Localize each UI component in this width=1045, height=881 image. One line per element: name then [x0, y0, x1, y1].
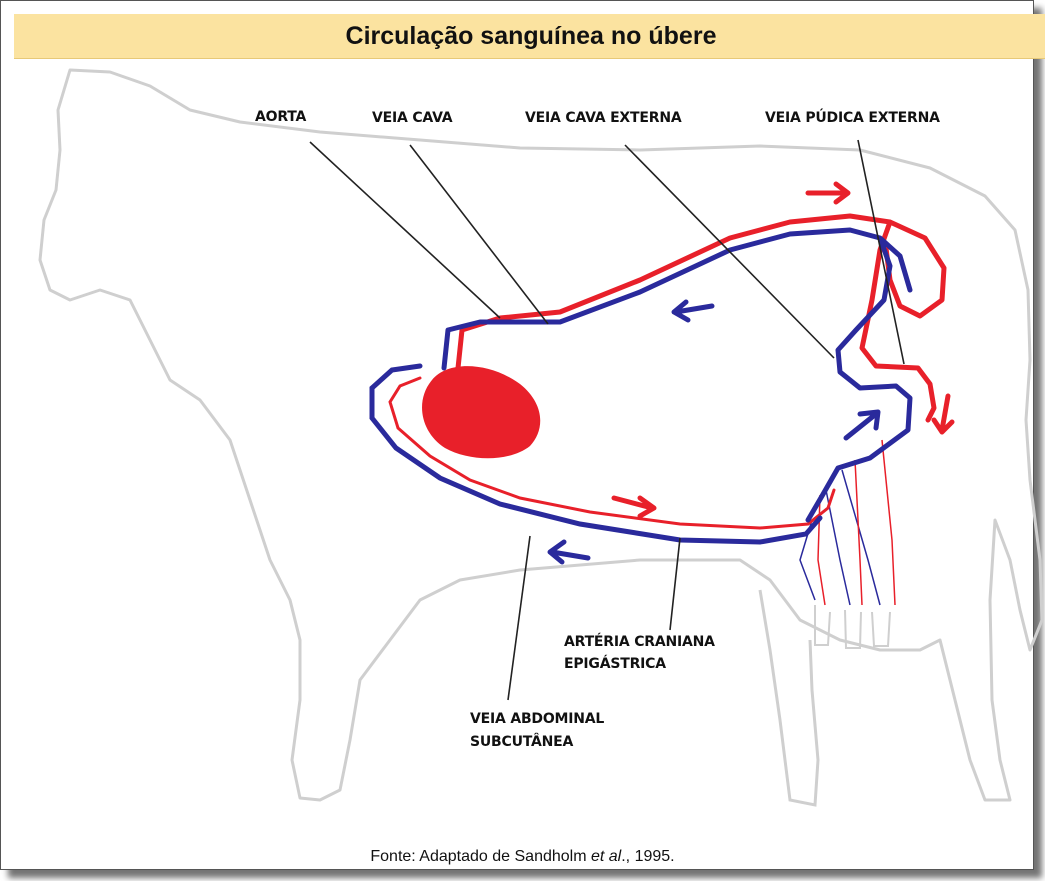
label-veia-cava-externa: VEIA CAVA EXTERNA: [525, 110, 682, 126]
arrow-red-down: [934, 396, 952, 432]
label-aorta: AORTA: [255, 109, 307, 125]
arrow-red-mid: [614, 498, 654, 516]
cow-outline: [40, 70, 1042, 800]
label-veia-abdominal-line2: SUBCUTÂNEA: [470, 733, 574, 750]
leader-aorta: [310, 142, 500, 318]
cow-leg-outline: [760, 590, 818, 805]
label-arteria-line1: ARTÉRIA CRANIANA: [564, 633, 715, 650]
source-caption: Fonte: Adaptado de Sandholm et al., 1995…: [0, 848, 1045, 866]
arrow-blue-bottom: [550, 542, 588, 562]
leader-veia-cava-externa: [625, 145, 834, 358]
caption-italic: et al: [591, 848, 621, 865]
label-veia-abdominal-line1: VEIA ABDOMINAL: [470, 711, 604, 727]
label-veia-pudica-externa: VEIA PÚDICA EXTERNA: [765, 108, 940, 126]
cow-teats-outline: [815, 605, 890, 648]
arrow-blue-up: [846, 412, 878, 438]
arrow-blue-top: [674, 302, 712, 320]
leader-veia-abdominal: [508, 536, 530, 700]
caption-suffix: ., 1995.: [621, 848, 674, 865]
heart-shape: [422, 366, 540, 458]
label-arteria-line2: EPIGÁSTRICA: [564, 655, 666, 672]
vein-circuit: [444, 230, 910, 520]
leader-veia-cava: [410, 145, 548, 324]
flow-arrows: [550, 184, 952, 562]
caption-prefix: Fonte: Adaptado de Sandholm: [370, 848, 591, 865]
label-veia-cava: VEIA CAVA: [372, 110, 453, 126]
leader-arteria: [670, 538, 680, 630]
arrow-red-top: [808, 184, 848, 202]
